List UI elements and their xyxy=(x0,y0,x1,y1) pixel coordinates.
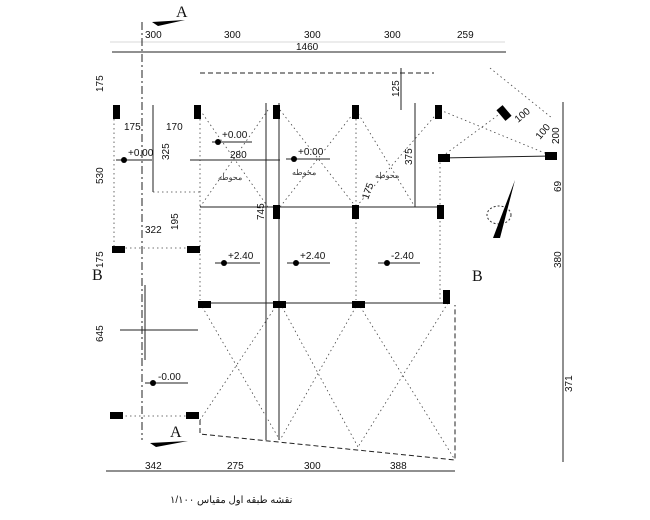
dim-175: 175 xyxy=(124,122,141,133)
level-marker: +0.00 xyxy=(212,130,252,145)
dim-top-3: 300 xyxy=(304,30,321,41)
north-arrow-icon xyxy=(486,180,515,238)
level-marker: -2.40 xyxy=(378,251,420,266)
level-marker: +0.00 xyxy=(286,147,330,162)
dim-322: 322 xyxy=(145,225,162,236)
dim-bottom-2: 275 xyxy=(227,461,244,472)
level-marker: +0.00 xyxy=(116,148,154,163)
level-2: +0.00 xyxy=(222,130,248,141)
dim-top-total: 1460 xyxy=(296,42,319,53)
drawing-caption: نقشه طبقه اول مقیاس ۱/۱۰۰ xyxy=(170,495,292,506)
dim-left-2: 530 xyxy=(95,167,106,184)
dim-100a: 100 xyxy=(513,106,533,125)
diagonal-bracing xyxy=(199,67,553,461)
level-marker: +2.40 xyxy=(215,251,260,266)
section-mark-a-top: A xyxy=(176,4,188,21)
dim-745: 745 xyxy=(256,203,267,220)
dim-top-2: 300 xyxy=(224,30,241,41)
level-5: +2.40 xyxy=(300,251,326,262)
dim-375: 375 xyxy=(404,148,415,165)
level-3: +0.00 xyxy=(298,147,324,158)
dim-right-2: 69 xyxy=(553,180,564,192)
dim-right-1: 200 xyxy=(551,127,562,144)
level-4: +2.40 xyxy=(228,251,254,262)
dim-170: 170 xyxy=(166,122,183,133)
dim-175b: 175 xyxy=(360,181,376,201)
dim-bottom-3: 300 xyxy=(304,461,321,472)
dim-125: 125 xyxy=(391,80,402,97)
room-label: محوطه xyxy=(218,173,242,182)
dim-left-1: 175 xyxy=(95,75,106,92)
dim-325: 325 xyxy=(161,143,172,160)
dim-left-3: 175 xyxy=(95,251,106,268)
dim-top-1: 300 xyxy=(145,30,162,41)
section-arrow-icon xyxy=(150,441,188,447)
dim-right-4: 371 xyxy=(564,375,575,392)
level-7: -0.00 xyxy=(158,372,181,383)
section-mark-b-right: B xyxy=(472,268,483,285)
level-1: +0.00 xyxy=(128,148,154,159)
dim-top-5: 259 xyxy=(457,30,474,41)
columns xyxy=(110,105,557,419)
section-mark-b-left: B xyxy=(92,267,103,284)
dim-bottom-4: 388 xyxy=(390,461,407,472)
dim-195: 195 xyxy=(170,213,181,230)
section-mark-a-bottom: A xyxy=(170,424,182,441)
dim-top-4: 300 xyxy=(384,30,401,41)
room-label: محوطه xyxy=(292,168,316,177)
dim-left-4: 645 xyxy=(95,325,106,342)
dim-right-3: 380 xyxy=(553,251,564,268)
section-arrow-icon xyxy=(152,20,185,26)
room-label: محوطه xyxy=(375,171,399,180)
level-6: -2.40 xyxy=(391,251,414,262)
dim-280: 280 xyxy=(230,150,247,161)
dim-bottom-1: 342 xyxy=(145,461,162,472)
level-marker: -0.00 xyxy=(145,372,188,386)
walls xyxy=(112,103,553,461)
level-marker: +2.40 xyxy=(287,251,330,266)
